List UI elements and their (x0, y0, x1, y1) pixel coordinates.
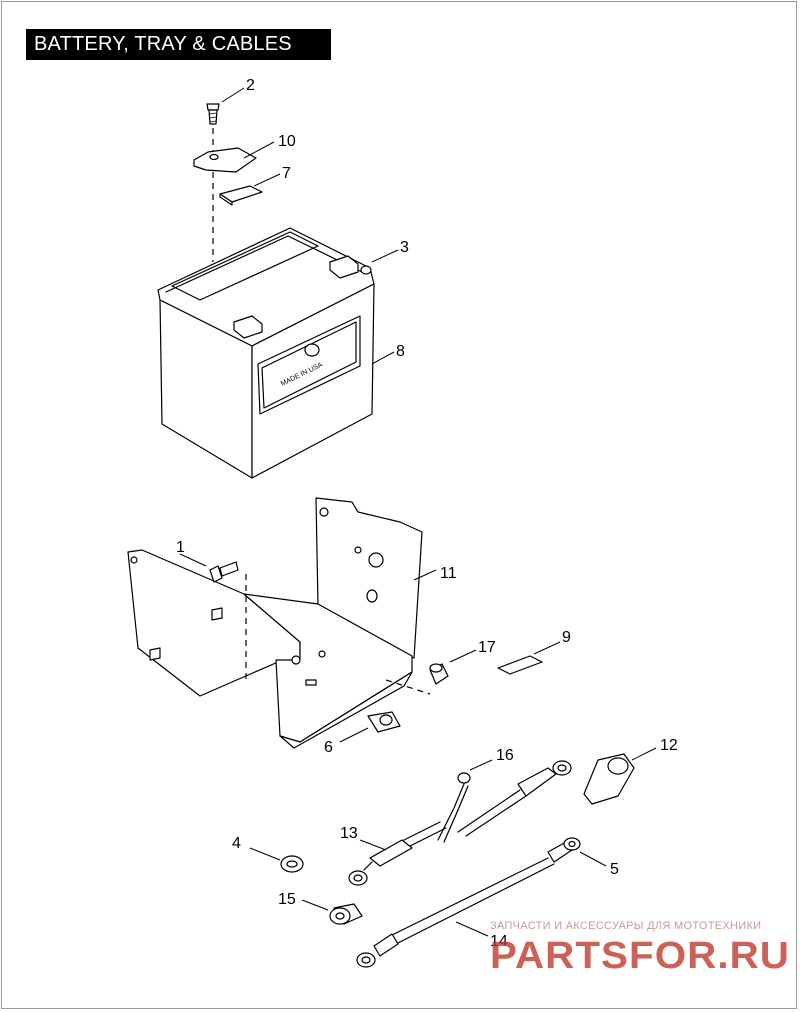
part-2-screw (206, 87, 245, 125)
part-12-boot (583, 747, 657, 805)
part-11-tray (127, 497, 437, 749)
callout-11: 11 (440, 565, 457, 582)
callout-15: 15 (278, 891, 296, 908)
watermark-logo-text: PARTSFOR.RU (490, 936, 790, 976)
part-4-washer (249, 847, 304, 873)
callout-10: 10 (278, 133, 296, 150)
part-6-clip (339, 711, 401, 743)
callout-6: 6 (324, 739, 333, 756)
callout-13: 13 (340, 825, 358, 842)
part-10-strap (193, 141, 275, 173)
alignment-line-17 (385, 679, 431, 695)
callout-17: 17 (478, 639, 496, 656)
callout-5: 5 (610, 861, 619, 878)
callout-8: 8 (396, 343, 405, 360)
watermark-logo: PARTSFOR.RU (490, 936, 790, 976)
callout-3: 3 (400, 239, 409, 256)
callout-4: 4 (232, 835, 241, 852)
tray-studs (149, 607, 223, 661)
callout-12: 12 (660, 737, 678, 754)
part-13-cable (348, 821, 447, 886)
part-15-terminal (301, 899, 363, 925)
part-8-battery (157, 227, 399, 479)
watermark-caption: ЗАПЧАСТИ И АКСЕССУАРЫ ДЛЯ МОТОТЕХНИКИ (490, 920, 762, 932)
part-9-label (497, 641, 561, 675)
part-17-spacer (429, 649, 477, 685)
part-14-cable (356, 837, 607, 968)
callout-9: 9 (562, 629, 571, 646)
part-16-cable (437, 759, 572, 843)
diagram-title: BATTERY, TRAY & CABLES (26, 29, 331, 60)
callout-7: 7 (282, 165, 291, 182)
callout-14: 14 (490, 933, 508, 950)
callout-1: 1 (176, 539, 185, 556)
part-1-screw (179, 553, 239, 583)
part-7-pad (219, 173, 281, 206)
callout-2: 2 (246, 77, 255, 94)
callout-16: 16 (496, 747, 514, 764)
